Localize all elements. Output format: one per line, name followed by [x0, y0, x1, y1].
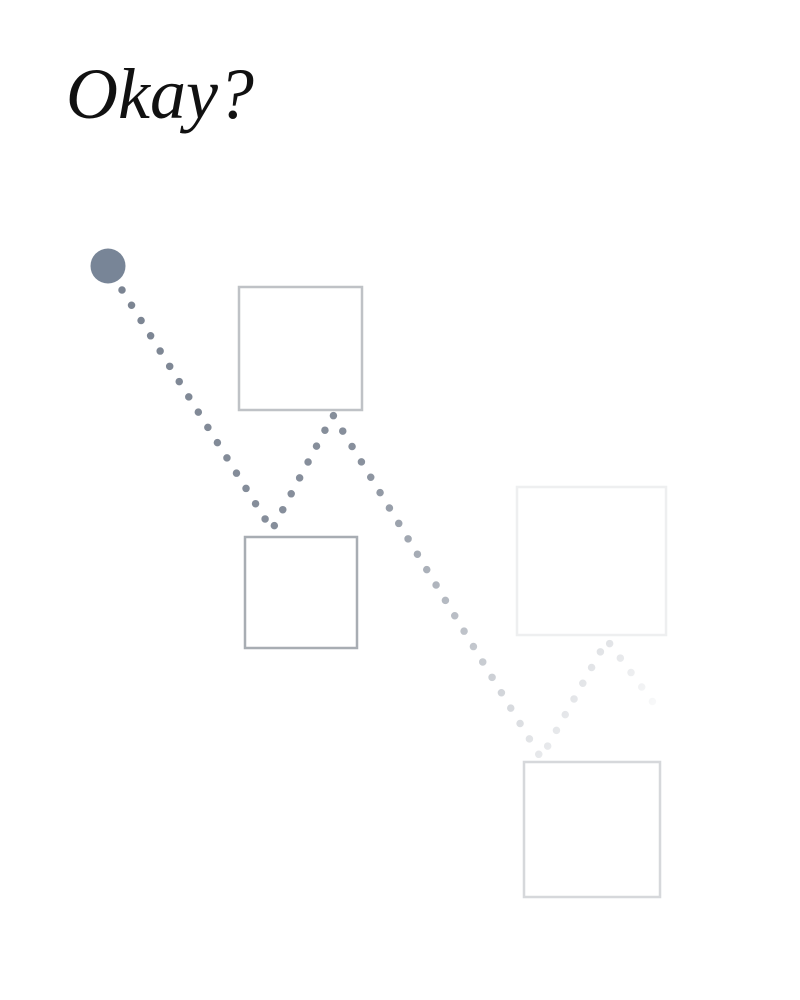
start-node: [90, 248, 126, 284]
dotted-path: [118, 286, 659, 762]
page-title: Okay?: [66, 54, 254, 134]
box-middle-left: [243, 535, 359, 650]
box-lower-right: [522, 760, 662, 899]
box-upper-right: [515, 485, 668, 637]
box-upper-left: [237, 285, 364, 412]
